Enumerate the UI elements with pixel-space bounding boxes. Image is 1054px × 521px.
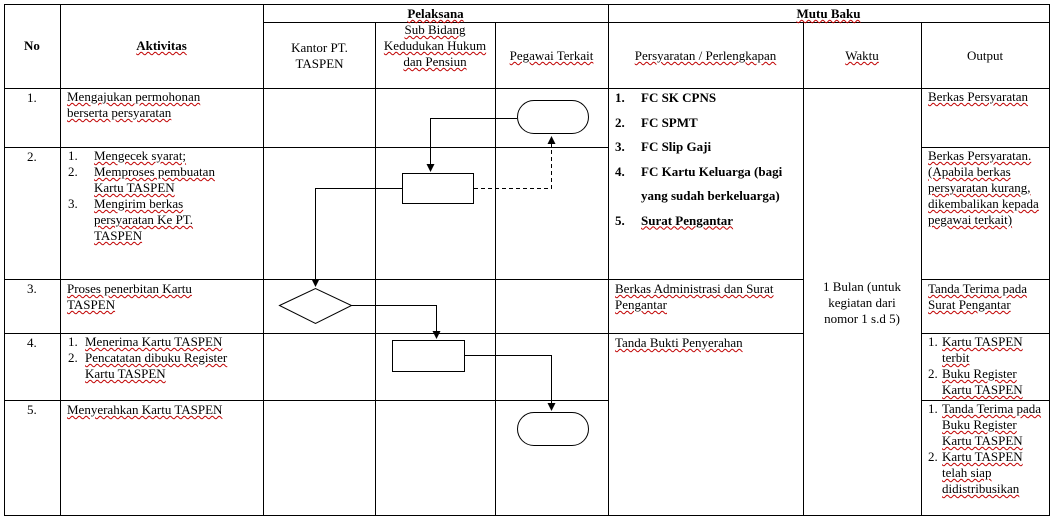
header-waktu: Waktu (845, 48, 879, 63)
process-box-register (392, 340, 465, 372)
activity-2: 1.Mengecek syarat; 2.Memproses pembuatan… (68, 148, 231, 244)
list-item: 1.FC SK CPNS (615, 90, 717, 105)
list-item: 1.Mengecek syarat; (68, 148, 187, 163)
list-item: 5.Surat Pengantar (615, 212, 734, 228)
list-item: 2.Kartu TASPEN telah siap didistribusika… (928, 449, 1023, 496)
row-no-2: 2. (27, 149, 37, 164)
row-no-4: 4. (27, 335, 37, 350)
flow-shapes (278, 100, 589, 446)
header-no: No (24, 38, 40, 53)
output-2: Berkas Persyaratan. (Apabila berkas pers… (928, 148, 1039, 227)
requirement-4: Tanda Bukti Penyerahan (615, 335, 743, 350)
decision-diamond (278, 287, 353, 325)
list-item: 3.Mengirim berkas persyaratan Ke PT. TAS… (68, 196, 194, 243)
header-pelaksana: Pelaksana (407, 6, 464, 21)
row-no-5: 5. (27, 402, 37, 417)
arrow-decision-to-register (351, 305, 441, 339)
process-box-check (402, 173, 474, 204)
header-output: Output (966, 48, 1004, 63)
table-lines (4, 4, 1050, 516)
list-item: 4.FC Kartu Keluarga (bagi yang sudah ber… (615, 163, 783, 204)
header-mutu-baku: Mutu Baku (796, 6, 861, 21)
output-4: 1.Kartu TASPEN terbit 2.Buku Register Ka… (928, 334, 1046, 398)
activity-5: Menyerahkan Kartu TASPEN (67, 402, 223, 417)
header-persyaratan: Persyaratan / Perlengkapan (634, 48, 777, 63)
list-item: 2.Pencatatan dibuku Register Kartu TASPE… (68, 350, 228, 381)
list-item: 2.FC SPMT (615, 114, 698, 130)
arrow-register-to-end (465, 355, 556, 411)
header-kantor: Kantor PT. TASPEN (291, 40, 348, 71)
list-item: 2.Memproses pembuatan Kartu TASPEN (68, 164, 215, 195)
header-sub-bidang: Sub Bidang Kedudukan Hukum dan Pensiun (383, 22, 487, 69)
list-item: 1.Tanda Terima pada Buku Register Kartu … (928, 401, 1042, 448)
row-no-3: 3. (27, 281, 37, 296)
requirement-3: Berkas Administrasi dan Surat Pengantar (615, 281, 774, 312)
list-item: 1.Kartu TASPEN terbit (928, 334, 1023, 365)
header-pegawai: Pegawai Terkait (509, 48, 594, 63)
flow-arrows (311, 118, 556, 411)
activity-4: 1.Menerima Kartu TASPEN 2.Pencatatan dib… (68, 334, 248, 382)
list-item: 2.Buku Register Kartu TASPEN (928, 366, 1023, 397)
list-item: 3.FC Slip Gaji (615, 139, 712, 154)
waktu-value: 1 Bulan (untuk kegiatan dari nomor 1 s.d… (823, 279, 901, 326)
output-1: Berkas Persyaratan (928, 89, 1028, 104)
requirements-list: 1.FC SK CPNS 2.FC SPMT 3.FC Slip Gaji 4.… (615, 86, 799, 233)
header-aktivitas: Aktivitas (136, 38, 187, 53)
activity-1: Mengajukan permohonan berserta persyarat… (67, 89, 201, 120)
terminator-start (517, 100, 589, 134)
list-item: 1.Menerima Kartu TASPEN (68, 334, 223, 349)
output-5: 1.Tanda Terima pada Buku Register Kartu … (928, 401, 1046, 497)
activity-3: Proses penerbitan Kartu TASPEN (67, 281, 192, 312)
arrow-start-to-check (426, 118, 517, 172)
arrow-check-return (474, 136, 556, 189)
row-no-1: 1. (27, 90, 37, 105)
arrow-check-to-decision (311, 188, 402, 287)
terminator-end (517, 412, 589, 446)
output-3: Tanda Terima pada Surat Pengantar (928, 281, 1028, 312)
